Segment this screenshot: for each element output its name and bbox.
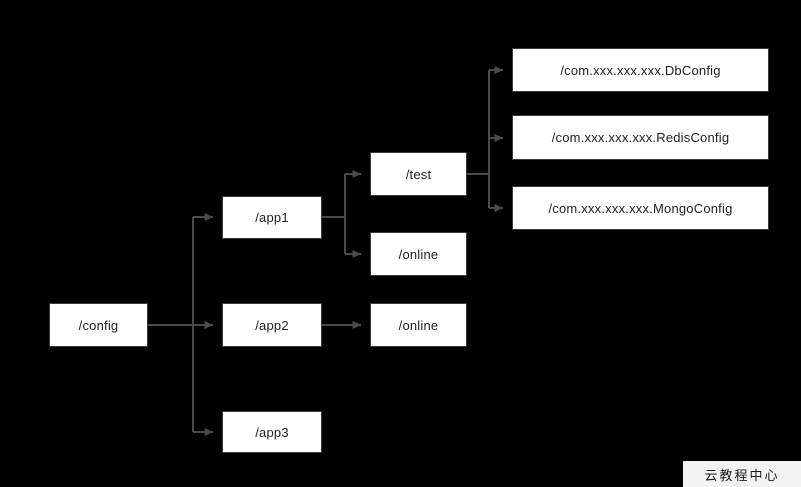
node-config-label: /config bbox=[78, 317, 119, 333]
node-dbconfig[interactable]: /com.xxx.xxx.xxx.DbConfig bbox=[512, 48, 769, 92]
node-redisconfig-label: /com.xxx.xxx.xxx.RedisConfig bbox=[551, 130, 730, 145]
node-test-label: /test bbox=[405, 166, 432, 182]
node-online-app1[interactable]: /online bbox=[370, 232, 467, 276]
node-app3[interactable]: /app3 bbox=[222, 411, 322, 453]
watermark-label: 云教程中心 bbox=[704, 468, 780, 484]
node-app1-label: /app1 bbox=[255, 210, 289, 225]
watermark: 云教程中心 bbox=[683, 461, 801, 487]
node-online-app2[interactable]: /online bbox=[370, 303, 467, 347]
node-mongoconfig-label: /com.xxx.xxx.xxx.MongoConfig bbox=[548, 200, 733, 216]
node-test[interactable]: /test bbox=[370, 152, 467, 196]
node-app2-label: /app2 bbox=[255, 317, 289, 333]
node-app1[interactable]: /app1 bbox=[222, 196, 322, 239]
node-online-app2-label: /online bbox=[398, 317, 439, 333]
node-config[interactable]: /config bbox=[49, 303, 148, 347]
node-mongoconfig[interactable]: /com.xxx.xxx.xxx.MongoConfig bbox=[512, 186, 769, 230]
node-online-app1-label: /online bbox=[398, 246, 439, 262]
node-app2[interactable]: /app2 bbox=[222, 303, 322, 347]
node-app3-label: /app3 bbox=[255, 424, 289, 440]
node-dbconfig-label: /com.xxx.xxx.xxx.DbConfig bbox=[560, 62, 721, 78]
node-redisconfig[interactable]: /com.xxx.xxx.xxx.RedisConfig bbox=[512, 115, 769, 160]
